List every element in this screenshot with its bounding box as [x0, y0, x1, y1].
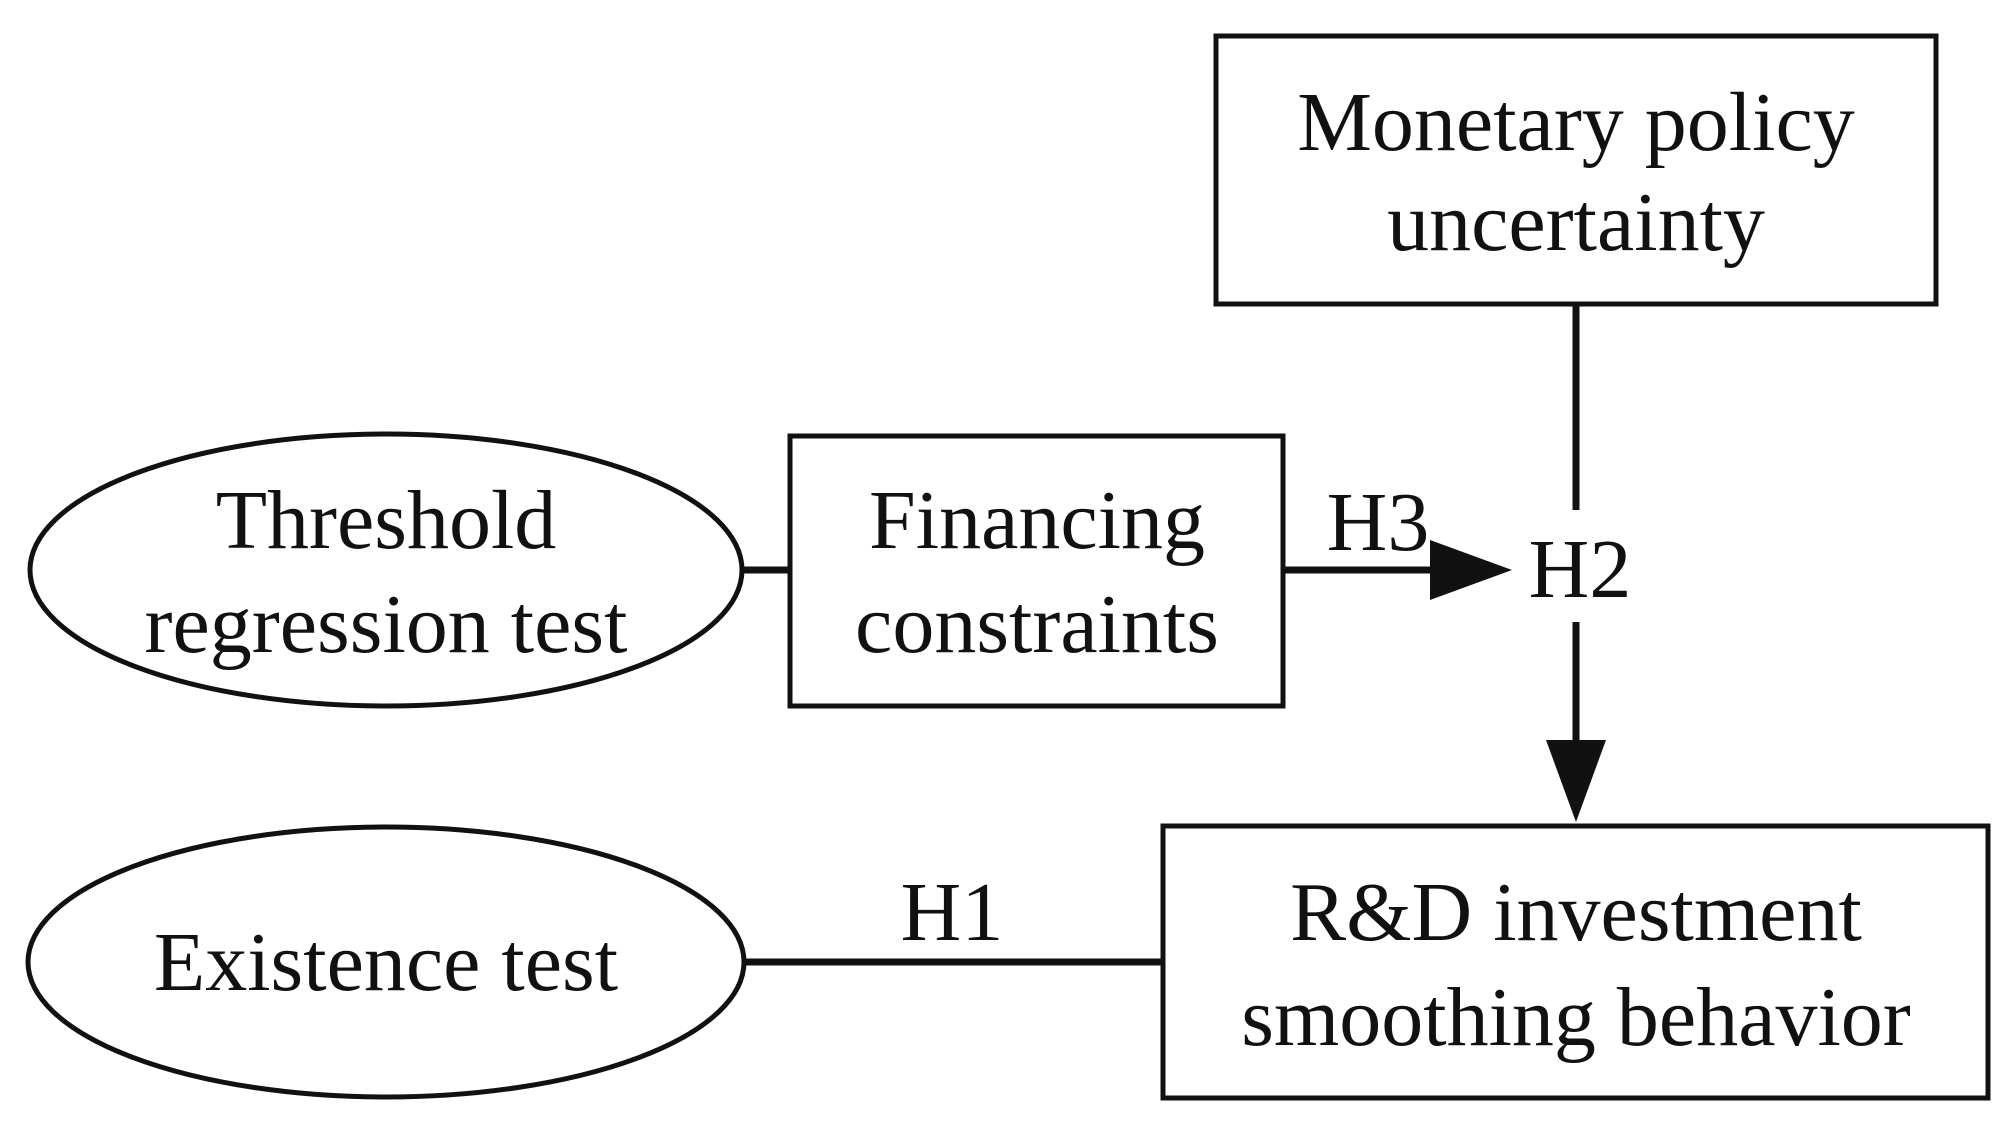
- monetary-policy-line2: uncertainty: [1387, 176, 1765, 269]
- arrowhead-right: [1430, 540, 1512, 600]
- existence-test-node: Existence test: [25, 824, 747, 1100]
- existence-test-line1: Existence test: [154, 916, 618, 1009]
- monetary-policy-line1: Monetary policy: [1297, 76, 1855, 169]
- edge-label-h3: H3: [1327, 476, 1430, 569]
- financing-line2: constraints: [855, 578, 1219, 671]
- threshold-test-node: Threshold regression test: [27, 431, 745, 709]
- rd-investment-node: R&D investment smoothing behavior: [1160, 823, 1991, 1101]
- edge-label-h2: H2: [1529, 523, 1632, 616]
- financing-node: Financing constraints: [787, 433, 1286, 709]
- rd-investment-line2: smoothing behavior: [1241, 971, 1911, 1064]
- threshold-test-line1: Threshold: [216, 474, 557, 567]
- rd-investment-line1: R&D investment: [1290, 866, 1862, 959]
- threshold-test-line2: regression test: [145, 578, 628, 671]
- monetary-policy-node: Monetary policy uncertainty: [1213, 33, 1939, 307]
- edge-label-h1: H1: [901, 866, 1004, 959]
- arrowhead-down: [1546, 740, 1606, 822]
- financing-line1: Financing: [869, 474, 1205, 567]
